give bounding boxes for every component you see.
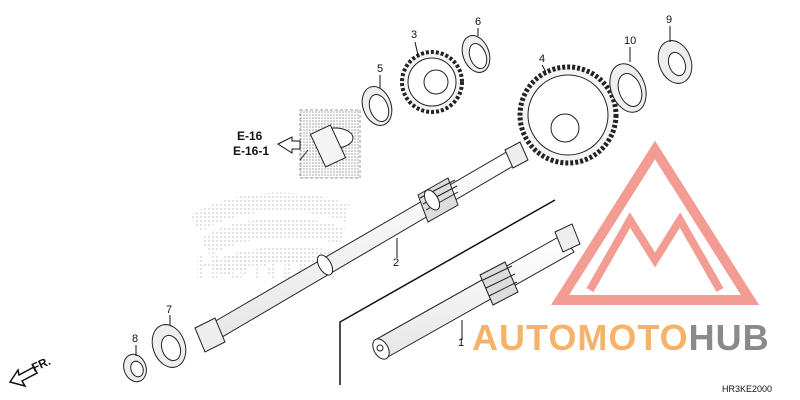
watermark-logo [550,140,760,305]
callout-3: 3 [411,29,417,41]
watermark-text-automoto: AUTOMOTO [472,317,689,358]
part-10-bearing [609,63,647,113]
leader-lines [135,26,671,356]
callout-1: 1 [458,337,464,349]
callout-9: 9 [666,14,672,26]
part-7-bearing [151,324,187,368]
reference-detail-box [299,109,361,179]
part-8-washer [123,353,147,383]
diagram-code: HR3KE2000 [722,384,772,394]
front-direction-label: FR. [29,354,52,375]
callout-6: 6 [475,16,481,28]
callout-5: 5 [377,63,383,75]
part-1-countershaft [372,223,581,360]
reference-e16-1: E-16-1 [233,144,269,158]
front-direction-arrow-icon [8,365,38,388]
part-5-washer [361,86,393,126]
callout-4: 4 [539,53,545,65]
watermark-text-hub: HUB [689,317,770,358]
reference-arrow-icon [276,136,301,154]
reference-e16: E-16 [237,129,263,143]
part-3-gear [400,50,464,114]
group-bracket [339,199,556,385]
callout-10: 10 [624,35,636,47]
part-4-gear [517,64,619,166]
part-9-bearing [657,40,693,84]
watermark-text: AUTOMOTOHUB [472,317,770,358]
callout-7: 7 [166,304,172,316]
part-2-mainshaft [194,141,529,353]
part-6-washer [461,35,491,73]
callout-8: 8 [132,333,138,345]
callout-2: 2 [393,257,399,269]
